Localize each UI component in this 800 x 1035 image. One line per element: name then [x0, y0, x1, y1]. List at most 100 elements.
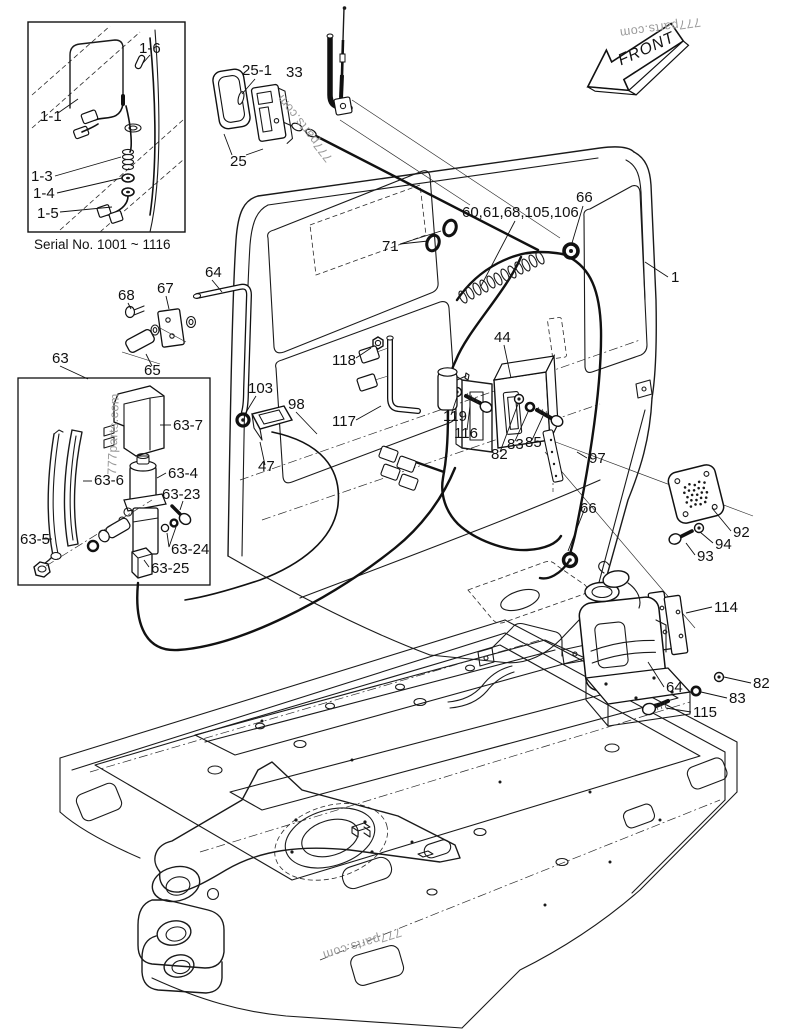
controller-44-group [451, 353, 564, 483]
tank-fasteners [641, 671, 725, 716]
perforated-strip [542, 429, 564, 483]
part-label-63-6: 63-6 [94, 472, 124, 489]
wiper-arm-63-5 [33, 429, 64, 578]
motor-63-4 [123, 452, 167, 512]
wiper-blade-63-6 [63, 429, 83, 547]
part-label-66-bottom: 66 [580, 500, 597, 517]
washer-1-5 [121, 187, 135, 197]
part-label-64-tank: 64 [666, 679, 683, 696]
tank-mount-bracket [584, 667, 692, 727]
part-label-83: 83 [507, 436, 524, 453]
part-label-1-4: 1-4 [33, 185, 55, 202]
inset-caption: Serial No. 1001 ~ 1116 [34, 237, 170, 252]
bolt-93 [668, 529, 694, 545]
part-label-25-1: 25-1 [242, 62, 272, 79]
wiring-harness-drawing [136, 121, 603, 652]
watermark-bottom: 777parts.com [321, 925, 403, 962]
cover-63-7 [103, 385, 165, 457]
part-label-93: 93 [697, 548, 714, 565]
part-label-97: 97 [589, 450, 606, 467]
part-label-25: 25 [230, 153, 247, 170]
part-label-1-3: 1-3 [31, 168, 53, 185]
part-label-64-top: 64 [205, 264, 222, 281]
part-label-1-5: 1-5 [37, 205, 59, 222]
o-ring-71a [425, 233, 441, 253]
pin-25-1 [237, 91, 245, 105]
washer-tank-64 [578, 560, 692, 727]
part-label-71: 71 [382, 238, 399, 255]
washer-83b [690, 685, 702, 697]
washers-63-24 [160, 518, 179, 533]
pin-1-6 [134, 54, 146, 70]
pivot-shaft [86, 517, 131, 553]
o-ring-71b [442, 218, 458, 238]
harness-clips [458, 251, 545, 304]
mirror-and-antenna-parts [212, 6, 353, 144]
speaker-grille-dots [683, 480, 709, 508]
part-label-47: 47 [258, 458, 275, 475]
harness-connectors [378, 445, 419, 491]
part-label-68: 68 [118, 287, 135, 304]
part-label-63-24: 63-24 [171, 541, 209, 558]
part-label-94: 94 [715, 536, 732, 553]
washer-82b [713, 671, 725, 683]
antenna-33 [326, 6, 353, 116]
washer-nozzle-47 [250, 405, 294, 441]
watermark-left: 777parts.com [105, 393, 122, 475]
tank-cap [598, 560, 641, 609]
grommet-103 [235, 412, 251, 428]
washer-tube-64 [192, 283, 252, 415]
part-label-117: 117 [332, 413, 356, 430]
plate-67 [157, 308, 197, 348]
bolt-63-23 [170, 504, 192, 526]
part-label-85: 85 [525, 434, 542, 451]
inset-detail-box: Serial No. 1001 ~ 1116 [27, 21, 186, 252]
part-label-1-1: 1-1 [40, 108, 62, 125]
part-label-103: 103 [248, 380, 273, 397]
bolt-115 [641, 699, 670, 716]
part-label-63-7: 63-7 [173, 417, 203, 434]
part-label-115: 115 [693, 704, 717, 721]
part-label-66-top: 66 [576, 189, 593, 206]
part-label-116: 116 [454, 425, 478, 442]
part-label-1-6: 1-6 [139, 40, 161, 57]
grommet-66-top [562, 242, 580, 260]
fasteners-65-67-68 [121, 305, 197, 365]
connector-63-25 [131, 547, 153, 579]
leader-lines [42, 54, 752, 713]
part-label-63: 63 [52, 350, 69, 367]
washer-1-4 [121, 173, 135, 183]
part-label-83-b: 83 [729, 690, 746, 707]
speaker-92-group [667, 464, 725, 545]
part-label-63-5: 63-5 [20, 531, 50, 548]
bolt-116 [464, 392, 493, 413]
part-label-92: 92 [733, 524, 750, 541]
part-label-33: 33 [286, 64, 303, 81]
part-label-65: 65 [144, 362, 161, 379]
part-label-114: 114 [714, 599, 738, 616]
part-label-119: 119 [443, 408, 467, 425]
part-label-82: 82 [491, 446, 508, 463]
washer-83 [524, 401, 536, 413]
spring-1-3 [121, 148, 135, 171]
harness-clamp [437, 367, 470, 411]
wiper-assembly-box-63 [17, 377, 211, 586]
part-label-98: 98 [288, 396, 305, 413]
grommet-66-bottom [561, 551, 579, 569]
washer-94 [693, 522, 705, 534]
bolt-85 [535, 406, 564, 427]
part-label-63-23: 63-23 [162, 486, 200, 503]
bolt-68 [124, 305, 145, 319]
part-label-118: 118 [332, 352, 356, 369]
part-label-63-4: 63-4 [168, 465, 198, 482]
part-label-82-b: 82 [753, 675, 770, 692]
part-label-67: 67 [157, 280, 174, 297]
arm-nut [33, 561, 51, 578]
gasket-25 [212, 68, 251, 130]
part-label-63-25: 63-25 [151, 560, 189, 577]
part-label-60-61-68-105-106: 60,61,68,105,106 [462, 204, 579, 221]
cylinder-65 [121, 324, 187, 365]
